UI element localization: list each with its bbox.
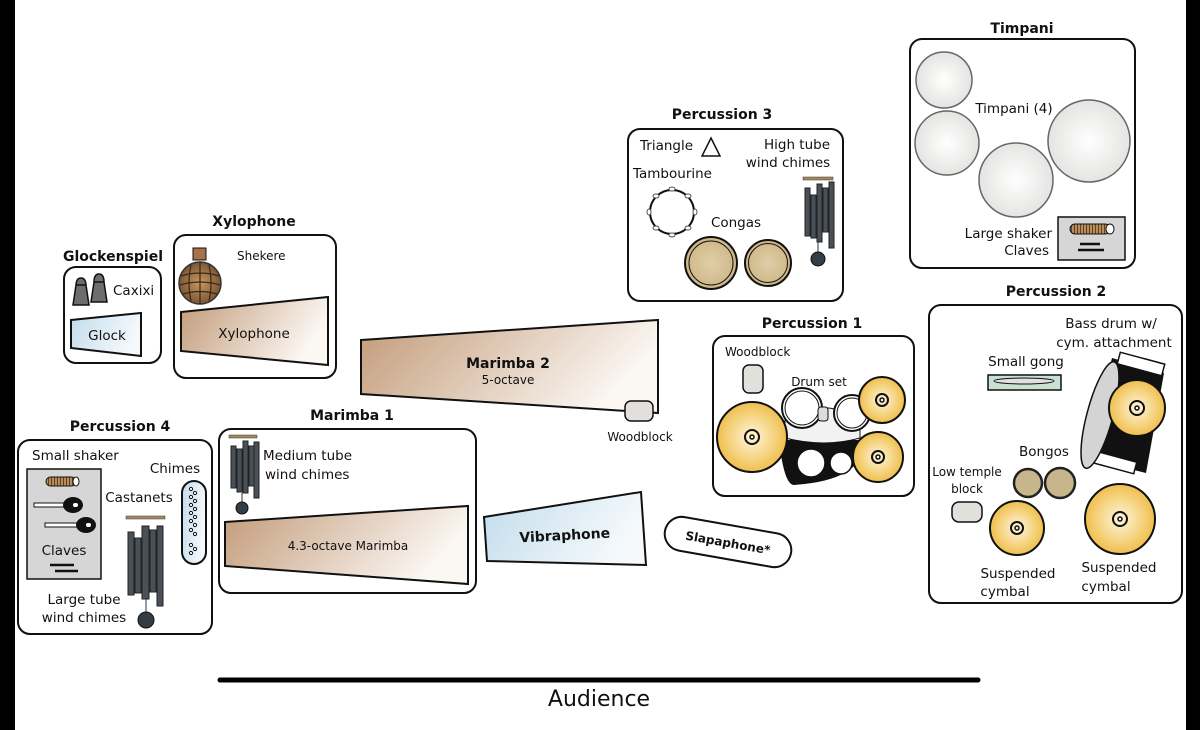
castanets-label: Castanets <box>105 490 173 506</box>
slapaphone-section: Slapaphone* <box>663 515 793 569</box>
cymbal2-label-2: cymbal <box>1081 579 1130 595</box>
marimba1-section: Marimba 1 Medium tube wind chimes 4.3-oc… <box>218 408 477 594</box>
p1-woodblock-label: Woodblock <box>725 345 790 359</box>
bongos-label: Bongos <box>1019 444 1069 460</box>
marimba2-title: Marimba 2 <box>466 356 550 372</box>
triangle-label: Triangle <box>639 138 693 154</box>
left-border <box>0 0 15 730</box>
large-chimes-label-1: Large tube <box>48 592 121 608</box>
temple-block-icon <box>951 501 983 523</box>
shekere-label: Shekere <box>237 249 286 263</box>
timpani-label: Timpani (4) <box>974 101 1052 117</box>
small-shaker-icon <box>45 476 77 487</box>
percussion3-section: Percussion 3 Triangle Tambourine Congas … <box>627 107 844 302</box>
xylophone-instrument <box>180 295 329 367</box>
cymbal1-label-1: Suspended <box>980 566 1055 582</box>
p4-claves-label: Claves <box>42 543 87 559</box>
audience-label: Audience <box>548 687 650 712</box>
medium-chimes-label-1: Medium tube <box>263 448 352 464</box>
temple-block-label-1: Low temple <box>932 465 1002 479</box>
chimes-icon <box>181 480 207 565</box>
triangle-icon <box>700 136 722 157</box>
bass-drum-label-1: Bass drum w/ <box>1065 316 1157 332</box>
congas-icon <box>684 236 792 290</box>
cymbal1-label-2: cymbal <box>980 584 1029 600</box>
percussion2-title: Percussion 2 <box>1006 284 1107 300</box>
small-shaker-label: Small shaker <box>32 448 119 464</box>
marimba2-instrument <box>360 318 659 415</box>
woodblock-icon <box>624 400 654 422</box>
small-gong-icon <box>987 374 1062 391</box>
percussion4-section: Percussion 4 Small shaker Chimes Castane… <box>17 419 213 635</box>
percussion3-title: Percussion 3 <box>672 107 773 123</box>
glock-instrument <box>70 311 142 358</box>
caxixi-icon <box>72 273 108 306</box>
high-wind-chimes-icon <box>802 176 835 267</box>
timpani-title: Timpani <box>990 21 1053 37</box>
marimba2-subtitle: 5-octave <box>482 373 535 387</box>
cymbal2-label-1: Suspended <box>1081 560 1156 576</box>
congas-label: Congas <box>711 215 761 231</box>
medium-wind-chimes-icon <box>228 434 260 515</box>
vibraphone-instrument <box>482 490 648 567</box>
percussion4-title: Percussion 4 <box>70 419 171 435</box>
p2-suspended-cymbals-icon <box>989 483 1156 556</box>
tambourine-icon <box>646 186 698 238</box>
timpani-section: Timpani Timpani (4) Large shaker Claves <box>909 21 1136 269</box>
high-chimes-label-1: High tube <box>764 137 830 153</box>
temple-block-label-2: block <box>951 482 983 496</box>
large-wind-chimes-icon <box>125 515 166 629</box>
shaker-castanets-claves-panel <box>26 468 102 580</box>
marimba1-label: 4.3-octave Marimba <box>288 539 409 553</box>
glockenspiel-section: Glockenspiel Caxixi Glock <box>63 249 163 364</box>
tambourine-label: Tambourine <box>632 166 712 182</box>
timpani-claves-label: Claves <box>1004 243 1049 259</box>
shekere-icon <box>178 247 222 305</box>
large-shaker-label: Large shaker <box>965 226 1053 242</box>
marimba1-title: Marimba 1 <box>310 408 394 424</box>
percussion2-section: Percussion 2 Bass drum w/ cym. attachmen… <box>928 284 1183 604</box>
vibraphone-label: Vibraphone <box>519 526 611 547</box>
marimba2-woodblock-label: Woodblock <box>607 430 672 444</box>
slapaphone-instrument <box>663 515 793 569</box>
p1-woodblock-icon <box>742 364 764 394</box>
bass-drum-icon <box>1080 351 1166 475</box>
bongos-icon <box>1012 466 1077 500</box>
xylophone-title: Xylophone <box>212 214 295 230</box>
glock-label: Glock <box>88 328 126 344</box>
percussion1-title: Percussion 1 <box>762 316 863 332</box>
glockenspiel-title: Glockenspiel <box>63 249 163 265</box>
timpani-drums-icon <box>914 51 1131 218</box>
castanets-icon <box>33 497 96 533</box>
high-chimes-label-2: wind chimes <box>746 155 830 171</box>
large-chimes-label-2: wind chimes <box>42 610 126 626</box>
right-border <box>1186 0 1200 730</box>
drumset-label: Drum set <box>791 375 847 389</box>
chimes-label: Chimes <box>150 461 200 477</box>
xylophone-section: Xylophone Shekere Xylophone <box>173 214 337 379</box>
large-shaker-claves-icon <box>1057 216 1126 261</box>
marimba1-instrument <box>224 504 469 586</box>
p1-cymbals-icon <box>716 376 906 483</box>
vibraphone-section: Vibraphone <box>482 490 648 567</box>
xylophone-label: Xylophone <box>218 326 290 342</box>
small-gong-label: Small gong <box>988 354 1064 370</box>
bass-drum-label-2: cym. attachment <box>1056 335 1172 351</box>
medium-chimes-label-2: wind chimes <box>265 467 349 483</box>
caxixi-label: Caxixi <box>113 283 154 299</box>
percussion1-section: Percussion 1 Woodblock Drum set <box>712 316 915 497</box>
marimba2-section: Marimba 2 5-octave Woodblock <box>360 318 673 444</box>
